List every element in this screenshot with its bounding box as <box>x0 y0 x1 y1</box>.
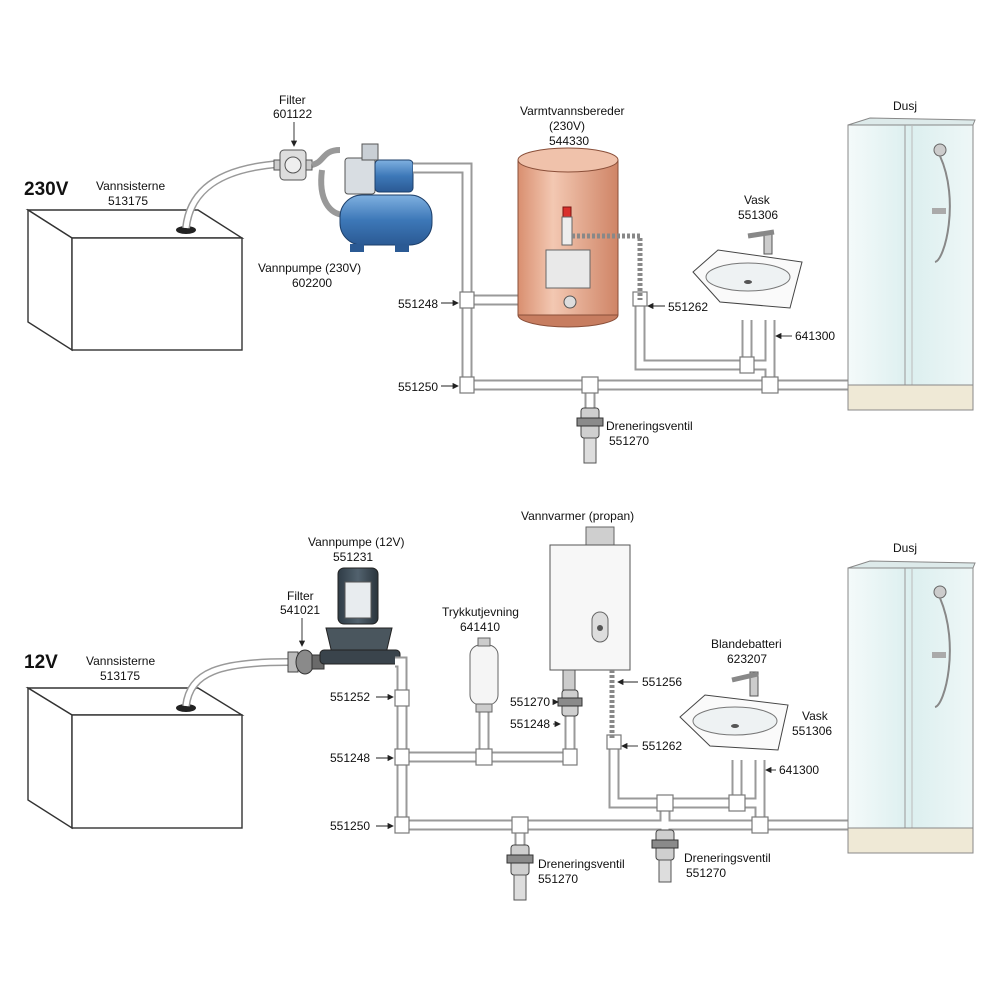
code-pipe-230v: 551250 <box>398 380 438 394</box>
shower-cabin-230v <box>847 117 976 411</box>
shower-name-230v: Dusj <box>893 99 917 113</box>
code-tee-230v: 551248 <box>398 297 438 311</box>
accumulator-name-12v: Trykkutjevning <box>442 605 519 619</box>
filter-230v <box>273 149 313 181</box>
heater-code-230v: 544330 <box>549 134 589 148</box>
drain-left-name-12v: Dreneringsventil <box>538 857 625 871</box>
water-tank-12v <box>25 686 245 830</box>
shower-cabin-12v <box>847 560 976 854</box>
filter-12v <box>287 649 325 675</box>
sink-230v <box>692 229 803 309</box>
voltage-title-12v: 12V <box>24 652 58 673</box>
code-adapter-12v: 551252 <box>330 690 370 704</box>
shower-name-12v: Dusj <box>893 541 917 555</box>
pipes-230v <box>413 162 850 455</box>
filter-name-12v: Filter <box>287 589 314 603</box>
drain-name-230v: Dreneringsventil <box>606 419 693 433</box>
code-hose-heater-12v: 551256 <box>642 675 682 689</box>
code-valve-12v: 551270 <box>510 695 550 709</box>
drain-right-code-12v: 551270 <box>686 866 726 880</box>
filter-code-12v: 541021 <box>280 603 320 617</box>
pressure-accumulator-12v <box>469 637 499 713</box>
mixer-code-12v: 623207 <box>727 652 767 666</box>
sink-code-12v: 551306 <box>792 724 832 738</box>
drain-right-name-12v: Dreneringsventil <box>684 851 771 865</box>
heater-name-12v: Vannvarmer (propan) <box>521 509 634 523</box>
drain-left-code-12v: 551270 <box>538 872 578 886</box>
tank-code-12v: 513175 <box>100 669 140 683</box>
drain-valve-right-12v <box>651 829 679 883</box>
propane-heater-12v <box>549 526 631 740</box>
sink-name-12v: Vask <box>802 709 829 723</box>
pump-name-12v: Vannpumpe (12V) <box>308 535 405 549</box>
pipes-12v <box>394 656 850 880</box>
filter-name-230v: Filter <box>279 93 306 107</box>
inlet-valve-12v <box>557 689 583 717</box>
drain-valve-230v <box>576 407 604 464</box>
heater-name-230v: Varmtvannsbereder <box>520 104 625 118</box>
code-hose-230v: 551262 <box>668 300 708 314</box>
drain-code-230v: 551270 <box>609 434 649 448</box>
accumulator-code-12v: 641410 <box>460 620 500 634</box>
code-pipe-12v: 551250 <box>330 819 370 833</box>
code-tee-right-12v: 551248 <box>510 717 550 731</box>
water-heater-230v <box>517 147 643 328</box>
mixer-name-12v: Blandebatteri <box>711 637 782 651</box>
filter-code-230v: 601122 <box>273 107 312 121</box>
section-230v: 230V Vannsisterne 513175 Filter 601122 <box>24 93 976 464</box>
section-12v: 12V Vannsisterne 513175 Filter 541021 V <box>24 509 976 901</box>
sink-name-230v: Vask <box>744 193 771 207</box>
code-hose-sink-12v: 551262 <box>642 739 682 753</box>
pump-code-12v: 551231 <box>333 550 373 564</box>
water-tank-230v <box>25 208 245 352</box>
tank-code-230v: 513175 <box>108 194 148 208</box>
heater-spec-230v: (230V) <box>549 119 585 133</box>
code-tee-left-12v: 551248 <box>330 751 370 765</box>
pump-230v <box>311 143 433 252</box>
voltage-title-230v: 230V <box>24 179 69 200</box>
code-drain-pipe-230v: 641300 <box>795 329 835 343</box>
pump-12v <box>319 567 401 665</box>
tank-name-12v: Vannsisterne <box>86 654 155 668</box>
sink-12v <box>679 671 789 751</box>
sink-code-230v: 551306 <box>738 208 778 222</box>
tank-name-230v: Vannsisterne <box>96 179 165 193</box>
code-drain-pipe-12v: 641300 <box>779 763 819 777</box>
drain-valve-left-12v <box>506 844 534 901</box>
pump-code-230v: 602200 <box>292 276 332 290</box>
pump-name-230v: Vannpumpe (230V) <box>258 261 361 275</box>
